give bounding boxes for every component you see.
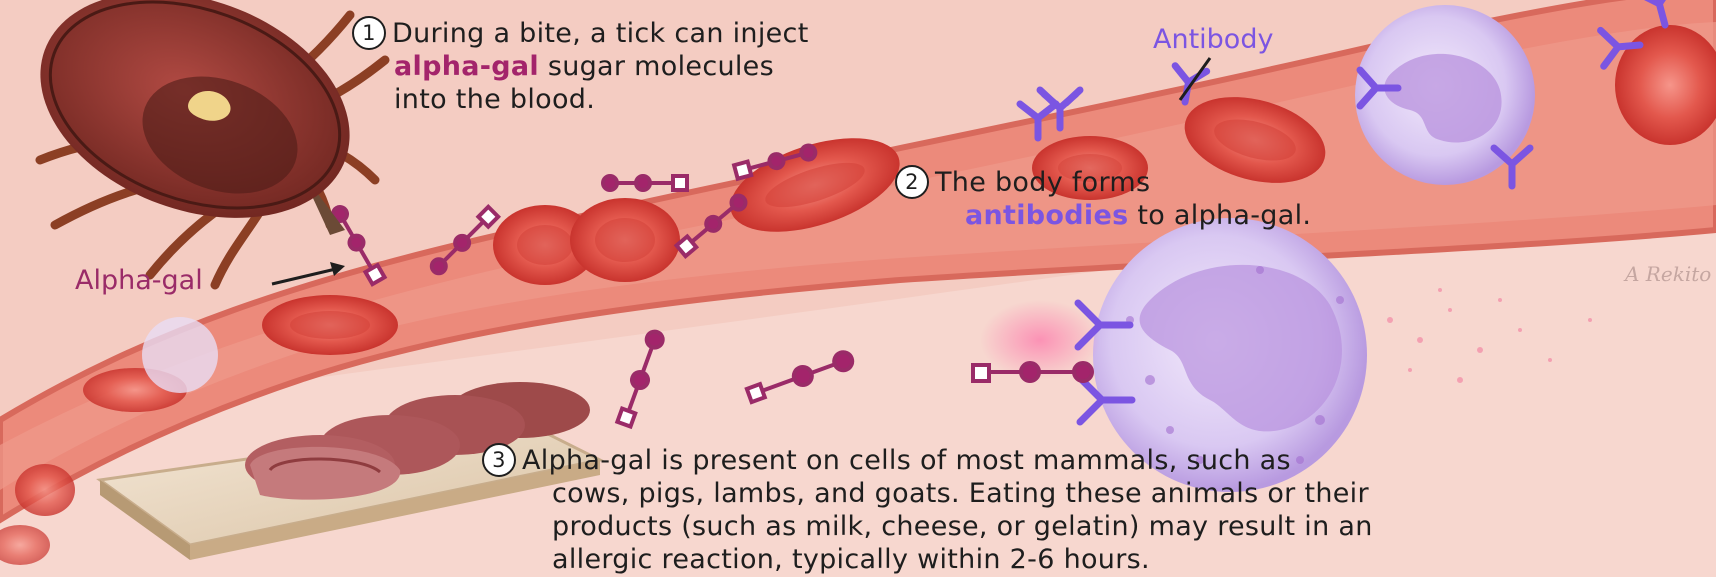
step-1-number: 1 <box>352 16 386 50</box>
step-1-line-3: into the blood. <box>352 83 809 116</box>
alpha-gal-highlight: alpha-gal <box>394 51 539 82</box>
step-2-number: 2 <box>895 165 929 199</box>
step-3-number: 3 <box>482 443 516 477</box>
artist-signature: A Rekito <box>1625 262 1711 286</box>
step-3-line-2: cows, pigs, lambs, and goats. Eating the… <box>482 477 1373 510</box>
antibodies-highlight: antibodies <box>965 200 1128 231</box>
step-2-line-2: antibodies to alpha-gal. <box>895 199 1311 232</box>
step-1-line-2: alpha-gal sugar molecules <box>352 50 809 83</box>
step-3-line-4: allergic reaction, typically within 2-6 … <box>482 543 1373 576</box>
step-3-line-3: products (such as milk, cheese, or gelat… <box>482 510 1373 543</box>
alpha-gal-label: Alpha-gal <box>75 265 203 296</box>
antibody-label: Antibody <box>1153 24 1273 55</box>
